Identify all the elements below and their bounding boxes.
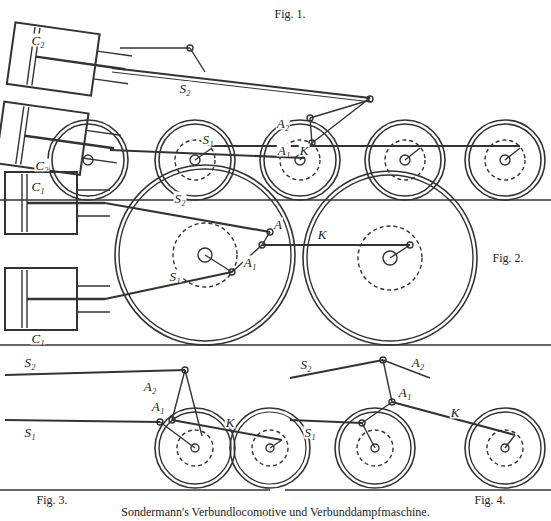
part-label: A₁ <box>277 144 291 157</box>
part-label: A₁ <box>398 386 412 399</box>
part-label: A₂ <box>411 356 425 369</box>
part-label: K <box>225 416 236 429</box>
part-label: S₂ <box>23 356 36 369</box>
part-label: S₁ <box>23 426 36 439</box>
part-label: K <box>299 144 310 157</box>
part-label: S₁ <box>168 270 181 283</box>
figure-caption: Sondermann's Verbundlocomotive und Verbu… <box>0 505 551 520</box>
fig3-drawing <box>0 367 310 490</box>
part-label: C₁ <box>30 332 45 345</box>
part-label: S₂ <box>173 192 186 205</box>
part-label: S₂ <box>299 358 312 371</box>
part-label: S₂ <box>178 82 191 95</box>
figure-label: Fig. 3. <box>35 494 68 506</box>
part-label: C₂ <box>30 34 45 47</box>
part-label: K <box>450 406 461 419</box>
part-label: A₂ <box>276 117 290 130</box>
part-label: A₁ <box>243 256 257 269</box>
part-label: C₁ <box>30 180 45 193</box>
part-label: S₁ <box>201 133 214 146</box>
part-label: S₁ <box>303 426 316 439</box>
figure-label: Fig. 2. <box>491 252 524 264</box>
part-label: A₂ <box>143 380 157 393</box>
part-label: C₂ <box>34 159 49 172</box>
fig2-drawing <box>0 165 551 345</box>
figure-label: Fig. 4. <box>473 494 506 506</box>
figure-label: Fig. 1. <box>273 8 306 20</box>
part-label: K <box>317 228 328 241</box>
fig4-drawing <box>285 357 551 490</box>
fig1-drawing <box>0 22 551 200</box>
part-label: A₁ <box>151 400 165 413</box>
part-label: A <box>273 218 283 231</box>
